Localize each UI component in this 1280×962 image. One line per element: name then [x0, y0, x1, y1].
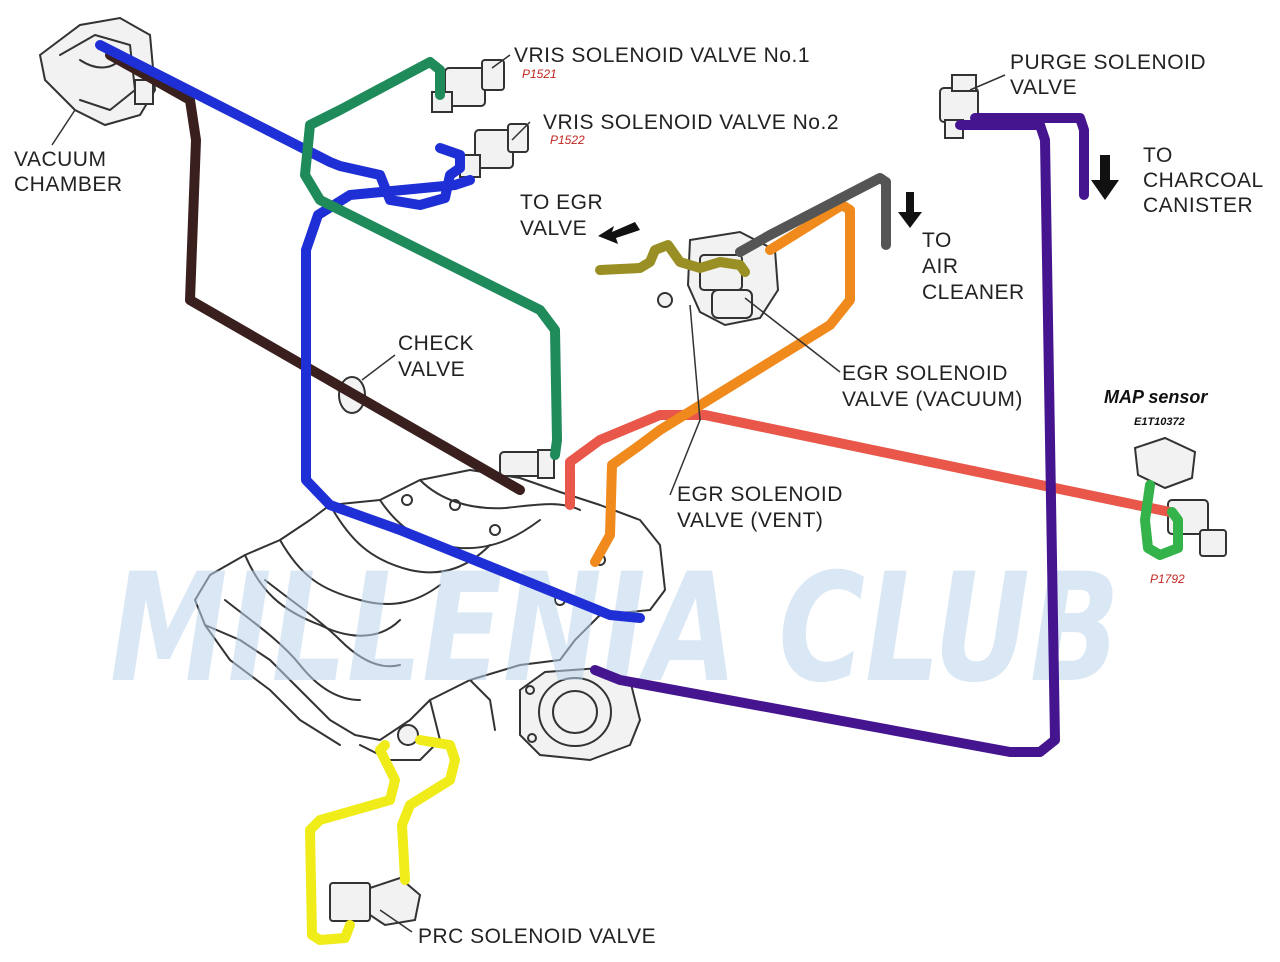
egr-vacuum-label-line1: EGR SOLENOID — [842, 362, 1008, 385]
check-valve-label-line1: CHECK — [398, 332, 474, 355]
egr-direction-arrow — [598, 222, 640, 244]
vacuum-fitting — [499, 449, 555, 479]
prc-valve-label: PRC SOLENOID VALVE — [418, 925, 656, 948]
vris-valve-2-label: VRIS SOLENOID VALVE No.2 — [543, 111, 839, 134]
map-sensor-label: MAP sensor — [1104, 387, 1208, 407]
flow-arrows — [598, 155, 1119, 244]
map-sensor — [1133, 436, 1227, 557]
to-egr-valve-label-line1: TO EGR — [520, 191, 603, 214]
intake-manifold — [194, 469, 666, 761]
map-sensor-part-number: E1T10372 — [1134, 416, 1185, 428]
egr-vacuum-hose — [590, 200, 855, 567]
vacuum-chamber-label-line1: VACUUM — [14, 148, 106, 171]
vris-no2-hose — [301, 175, 645, 623]
egr-valve-hose — [595, 240, 750, 277]
air-cleaner-arrow — [898, 192, 922, 228]
charcoal-canister-label-line3: CANISTER — [1143, 194, 1253, 217]
vris-no1-hose — [95, 40, 465, 210]
map-sensor-code: P1792 — [1150, 572, 1185, 586]
vacuum-chamber-label-line2: CHAMBER — [14, 173, 123, 196]
egr-vent-label-line2: VALVE (VENT) — [677, 509, 823, 532]
to-air-cleaner-label-line3: CLEANER — [922, 281, 1025, 304]
charcoal-canister-label-line1: TO — [1143, 144, 1173, 167]
vris-solenoid-valve-1 — [431, 59, 505, 113]
vris-valve-1-label: VRIS SOLENOID VALVE No.1 — [514, 44, 810, 67]
vacuum-chamber-hose — [105, 50, 525, 495]
prc-hose-return — [397, 735, 460, 885]
canister-arrow — [1091, 155, 1119, 200]
check-valve-label-line2: VALVE — [398, 358, 465, 381]
labels: VACUUM CHAMBER VRIS SOLENOID VALVE No.1 … — [14, 44, 1264, 948]
vris-solenoid-valve-2 — [459, 123, 529, 178]
purge-hose — [590, 120, 1060, 757]
vris-no1-feed-hose — [300, 57, 562, 460]
throttle-body — [519, 666, 642, 762]
map-line — [565, 410, 1175, 517]
to-egr-valve-label-line2: VALVE — [520, 217, 587, 240]
vris-valve-1-code: P1521 — [522, 67, 557, 81]
vris-valve-2-code: P1522 — [550, 133, 585, 147]
purge-valve-label-line1: PURGE SOLENOID — [1010, 51, 1206, 74]
charcoal-canister-label-line2: CHARCOAL — [1143, 169, 1264, 192]
air-cleaner-hose — [735, 173, 891, 257]
watermark: MILLENIA CLUB — [110, 542, 1120, 716]
purge-outlet-hose — [970, 113, 1089, 200]
egr-vacuum-label-line2: VALVE (VACUUM) — [842, 388, 1023, 411]
purge-valve-label-line2: VALVE — [1010, 76, 1077, 99]
to-air-cleaner-label-line2: AIR — [922, 255, 959, 278]
leader-lines — [51, 54, 1006, 933]
egr-vent-label-line1: EGR SOLENOID — [677, 483, 843, 506]
prc-solenoid-valve — [329, 724, 422, 927]
to-air-cleaner-label-line1: TO — [922, 229, 952, 252]
prc-hose — [305, 740, 400, 945]
map-sensor-hose — [1140, 480, 1183, 560]
hoses — [95, 40, 1183, 945]
